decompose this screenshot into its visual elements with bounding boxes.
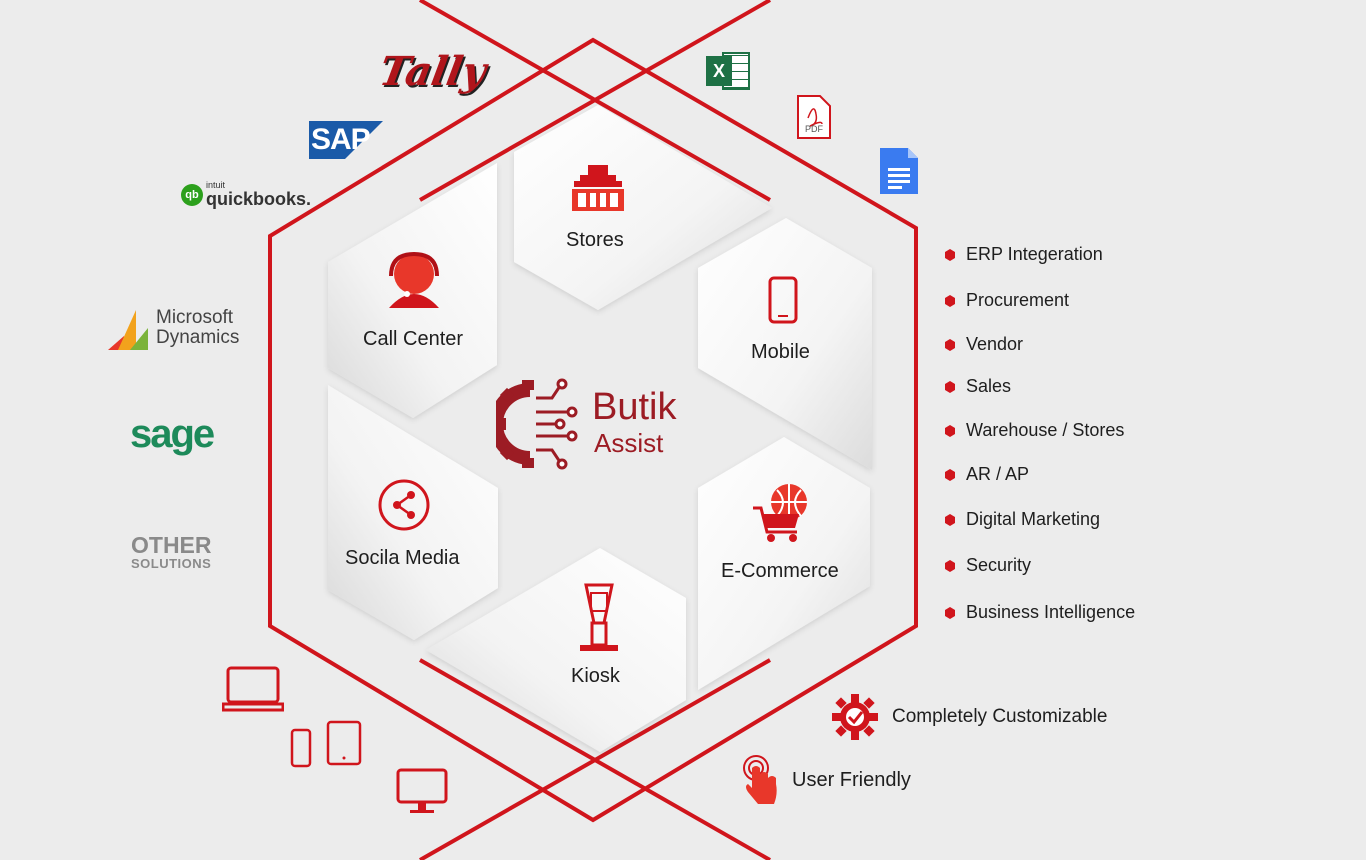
butik-gear-icon <box>496 378 578 470</box>
mobile-phone-icon <box>768 276 798 324</box>
segment-tile-ecommerce <box>698 437 870 690</box>
dynamics-bars-icon <box>108 310 148 350</box>
gear-check-icon <box>832 694 878 740</box>
sap-logo: SAP <box>309 121 383 164</box>
outer-hexagon <box>268 37 918 823</box>
pdf-label: PDF <box>805 124 823 134</box>
pdf-file-icon: PDF <box>796 94 832 140</box>
feature-label: Vendor <box>966 334 1024 354</box>
excel-letter: X <box>706 56 732 86</box>
highlight-label: Completely Customizable <box>892 706 1108 727</box>
headset-icon <box>389 251 439 308</box>
segment-label-kiosk: Kiosk <box>571 665 620 687</box>
logo-wordmark-butik: Butik <box>592 386 677 428</box>
tally-logo: Tally <box>375 48 490 95</box>
other-text: OTHER <box>131 532 212 558</box>
laptop-icon <box>222 666 284 712</box>
google-docs-icon <box>880 148 918 194</box>
kiosk-icon <box>580 583 618 651</box>
segment-label-ecommerce: E-Commerce <box>721 560 839 582</box>
feature-label: Business Intelligence <box>966 602 1136 622</box>
logo-wordmark-assist: Assist <box>594 428 664 458</box>
hex-bullet-icon <box>945 559 955 572</box>
quickbooks-badge-icon: qb <box>181 183 203 206</box>
share-icon <box>378 479 430 531</box>
microsoft-dynamics-logo: Microsoft Dynamics <box>108 306 239 350</box>
excel-file-icon: X <box>706 50 752 92</box>
feature-item-security: Security <box>944 555 1031 576</box>
feature-label: Sales <box>966 376 1012 396</box>
hex-bullet-icon <box>945 248 955 261</box>
highlight-user-friendly: User Friendly <box>742 754 911 806</box>
sap-logo-text: SAP <box>311 123 371 156</box>
segment-tile-stores <box>514 105 772 310</box>
hex-bullet-icon <box>945 606 955 619</box>
hex-bullet-icon <box>945 380 955 393</box>
segment-tile-kiosk <box>426 548 686 752</box>
highlight-customizable: Completely Customizable <box>832 694 1107 740</box>
feature-label: Digital Marketing <box>966 509 1101 529</box>
highlight-label: User Friendly <box>792 768 911 791</box>
cart-globe-icon <box>753 484 807 542</box>
sage-logo: sage <box>130 412 215 456</box>
hex-bullet-icon <box>945 513 955 526</box>
sap-badge-icon <box>309 121 383 159</box>
feature-item-digital-marketing: Digital Marketing <box>944 509 1100 530</box>
smartphone-icon <box>290 728 312 768</box>
feature-label: AR / AP <box>966 464 1030 484</box>
pdf-sheet-icon <box>797 95 831 139</box>
x-line-bottom-right <box>419 658 771 860</box>
segment-label-social: Socila Media <box>345 547 460 569</box>
feature-item-erp: ERP Integeration <box>944 244 1103 265</box>
solutions-text: SOLUTIONS <box>131 556 212 571</box>
touch-hand-icon <box>743 755 777 804</box>
feature-label: ERP Integeration <box>966 244 1103 264</box>
hex-bullet-icon <box>945 424 955 437</box>
feature-label: Security <box>966 555 1032 575</box>
feature-item-sales: Sales <box>944 376 1011 397</box>
feature-item-business-intelligence: Business Intelligence <box>944 602 1135 623</box>
feature-item-procurement: Procurement <box>944 290 1069 311</box>
quickbooks-intuit-text: intuit <box>206 180 226 190</box>
feature-label: Warehouse / Stores <box>966 420 1125 440</box>
feature-item-vendor: Vendor <box>944 334 1023 355</box>
quickbooks-text: quickbooks. <box>206 189 312 209</box>
desktop-monitor-icon <box>396 768 448 813</box>
microsoft-text: Microsoft <box>156 307 234 329</box>
quickbooks-logo: qb intuit quickbooks. <box>181 181 311 208</box>
other-solutions-logo: OTHER SOLUTIONS <box>131 532 212 571</box>
segment-tile-mobile <box>698 218 872 470</box>
feature-label: Procurement <box>966 290 1070 310</box>
x-line-top-right <box>419 0 771 202</box>
tablet-icon <box>326 720 362 766</box>
segment-label-stores: Stores <box>566 229 624 251</box>
dynamics-text: Dynamics <box>156 327 240 348</box>
hex-bullet-icon <box>945 294 955 307</box>
hex-bullet-icon <box>945 468 955 481</box>
feature-item-ar-ap: AR / AP <box>944 464 1029 485</box>
segment-label-call-center: Call Center <box>363 328 464 350</box>
segment-label-mobile: Mobile <box>751 341 810 363</box>
hex-bullet-icon <box>945 338 955 351</box>
quickbooks-wordmark: intuit quickbooks. <box>206 180 312 209</box>
feature-item-warehouse: Warehouse / Stores <box>944 420 1124 441</box>
store-icon <box>572 165 624 211</box>
